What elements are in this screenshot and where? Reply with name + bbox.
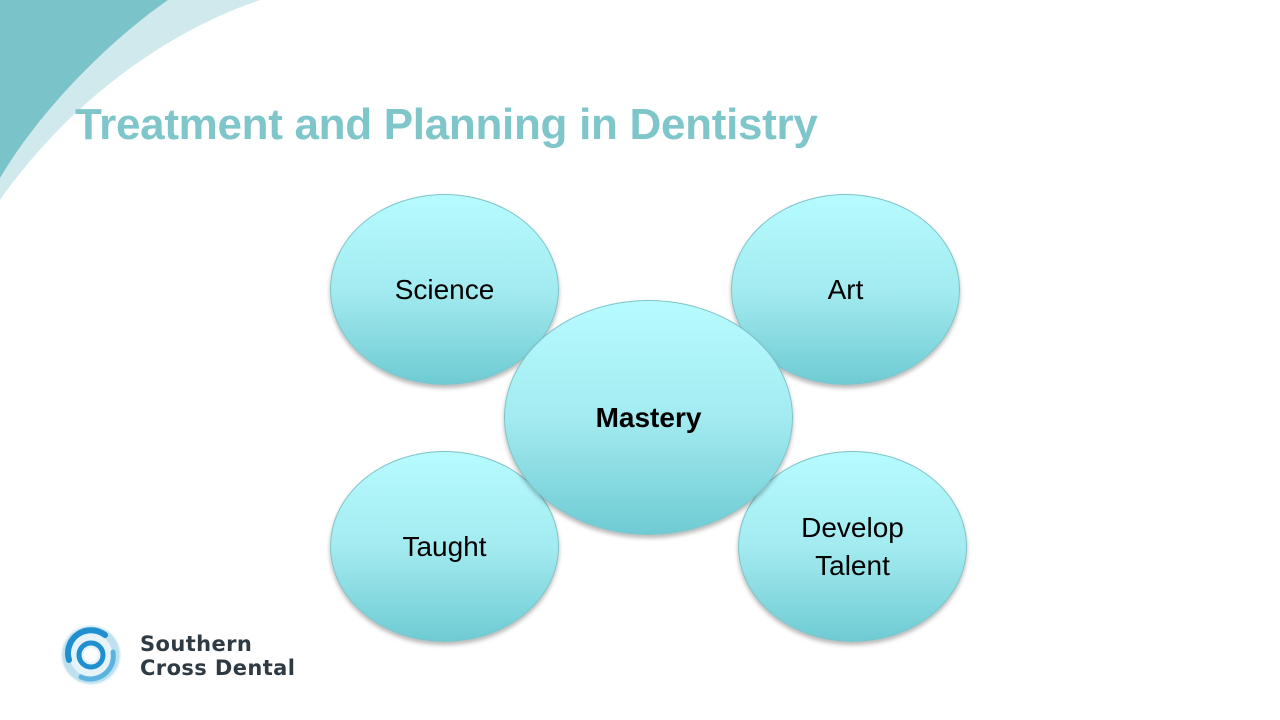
taught-bubble: Taught [330,451,559,642]
mastery-bubble: Mastery [504,300,793,535]
science-bubble: Science [330,194,559,385]
develop-talent-bubble: Develop Talent [738,451,967,642]
science-label: Science [394,273,495,305]
southern-cross-dental-logo: Southern Cross Dental [55,622,335,688]
mastery-label: Mastery [595,401,702,433]
logo-line-1: Southern [140,632,253,656]
develop-talent-line1: Develop [801,511,904,543]
taught-label: Taught [402,530,487,562]
corner-swoosh-decoration [0,0,260,200]
art-label: Art [827,273,864,305]
develop-talent-line2: Talent [815,549,890,581]
ring-logo-icon [61,625,121,685]
logo-line-2: Cross Dental [140,656,296,680]
develop-talent-label: Develop Talent [778,509,928,585]
logo-wordmark: Southern Cross Dental [140,632,295,680]
slide-title: Treatment and Planning in Dentistry [75,100,818,149]
